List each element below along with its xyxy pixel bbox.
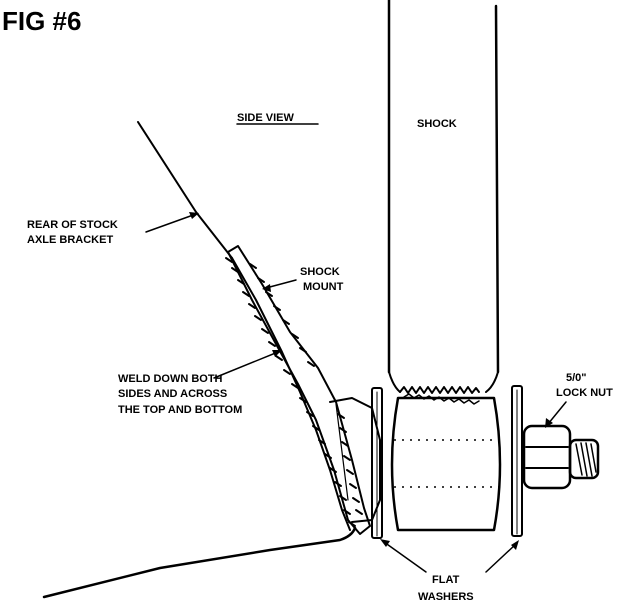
label-shock-mount-2: MOUNT xyxy=(303,281,344,293)
view-title: SIDE VIEW xyxy=(237,112,294,124)
shock-label: SHOCK xyxy=(417,118,457,130)
leader-rear-bracket xyxy=(145,212,199,233)
leader-shock-mount xyxy=(262,279,297,292)
flat-washer-left xyxy=(371,387,383,539)
lock-nut xyxy=(521,424,572,490)
label-lock-nut: LOCK NUT xyxy=(556,387,613,399)
label-weld-3: THE TOP AND BOTTOM xyxy=(118,404,242,416)
flat-washer-right xyxy=(511,385,523,537)
axle-bracket xyxy=(42,121,357,599)
leader-flat-washer-right xyxy=(485,540,519,573)
shock-mount-plate xyxy=(227,245,381,535)
label-weld-1: WELD DOWN BOTH xyxy=(118,373,223,385)
figure-title: FIG #6 xyxy=(2,6,81,36)
shock-bushing xyxy=(390,396,502,532)
label-weld-2: SIDES AND ACROSS xyxy=(118,388,227,400)
bolt-thread xyxy=(568,438,600,480)
label-rear-bracket-2: AXLE BRACKET xyxy=(27,234,113,246)
shock-body xyxy=(387,0,500,405)
leader-flat-washer-left xyxy=(380,539,427,573)
label-shock-mount-1: SHOCK xyxy=(300,266,340,278)
label-nut-size: 5/0" xyxy=(566,372,587,384)
label-flat-2: WASHERS xyxy=(418,591,474,603)
weld-marks xyxy=(225,257,363,527)
label-rear-bracket-1: REAR OF STOCK xyxy=(27,219,118,231)
label-flat-1: FLAT xyxy=(432,574,460,586)
leader-lock-nut xyxy=(545,401,567,428)
leader-weld xyxy=(213,350,282,379)
